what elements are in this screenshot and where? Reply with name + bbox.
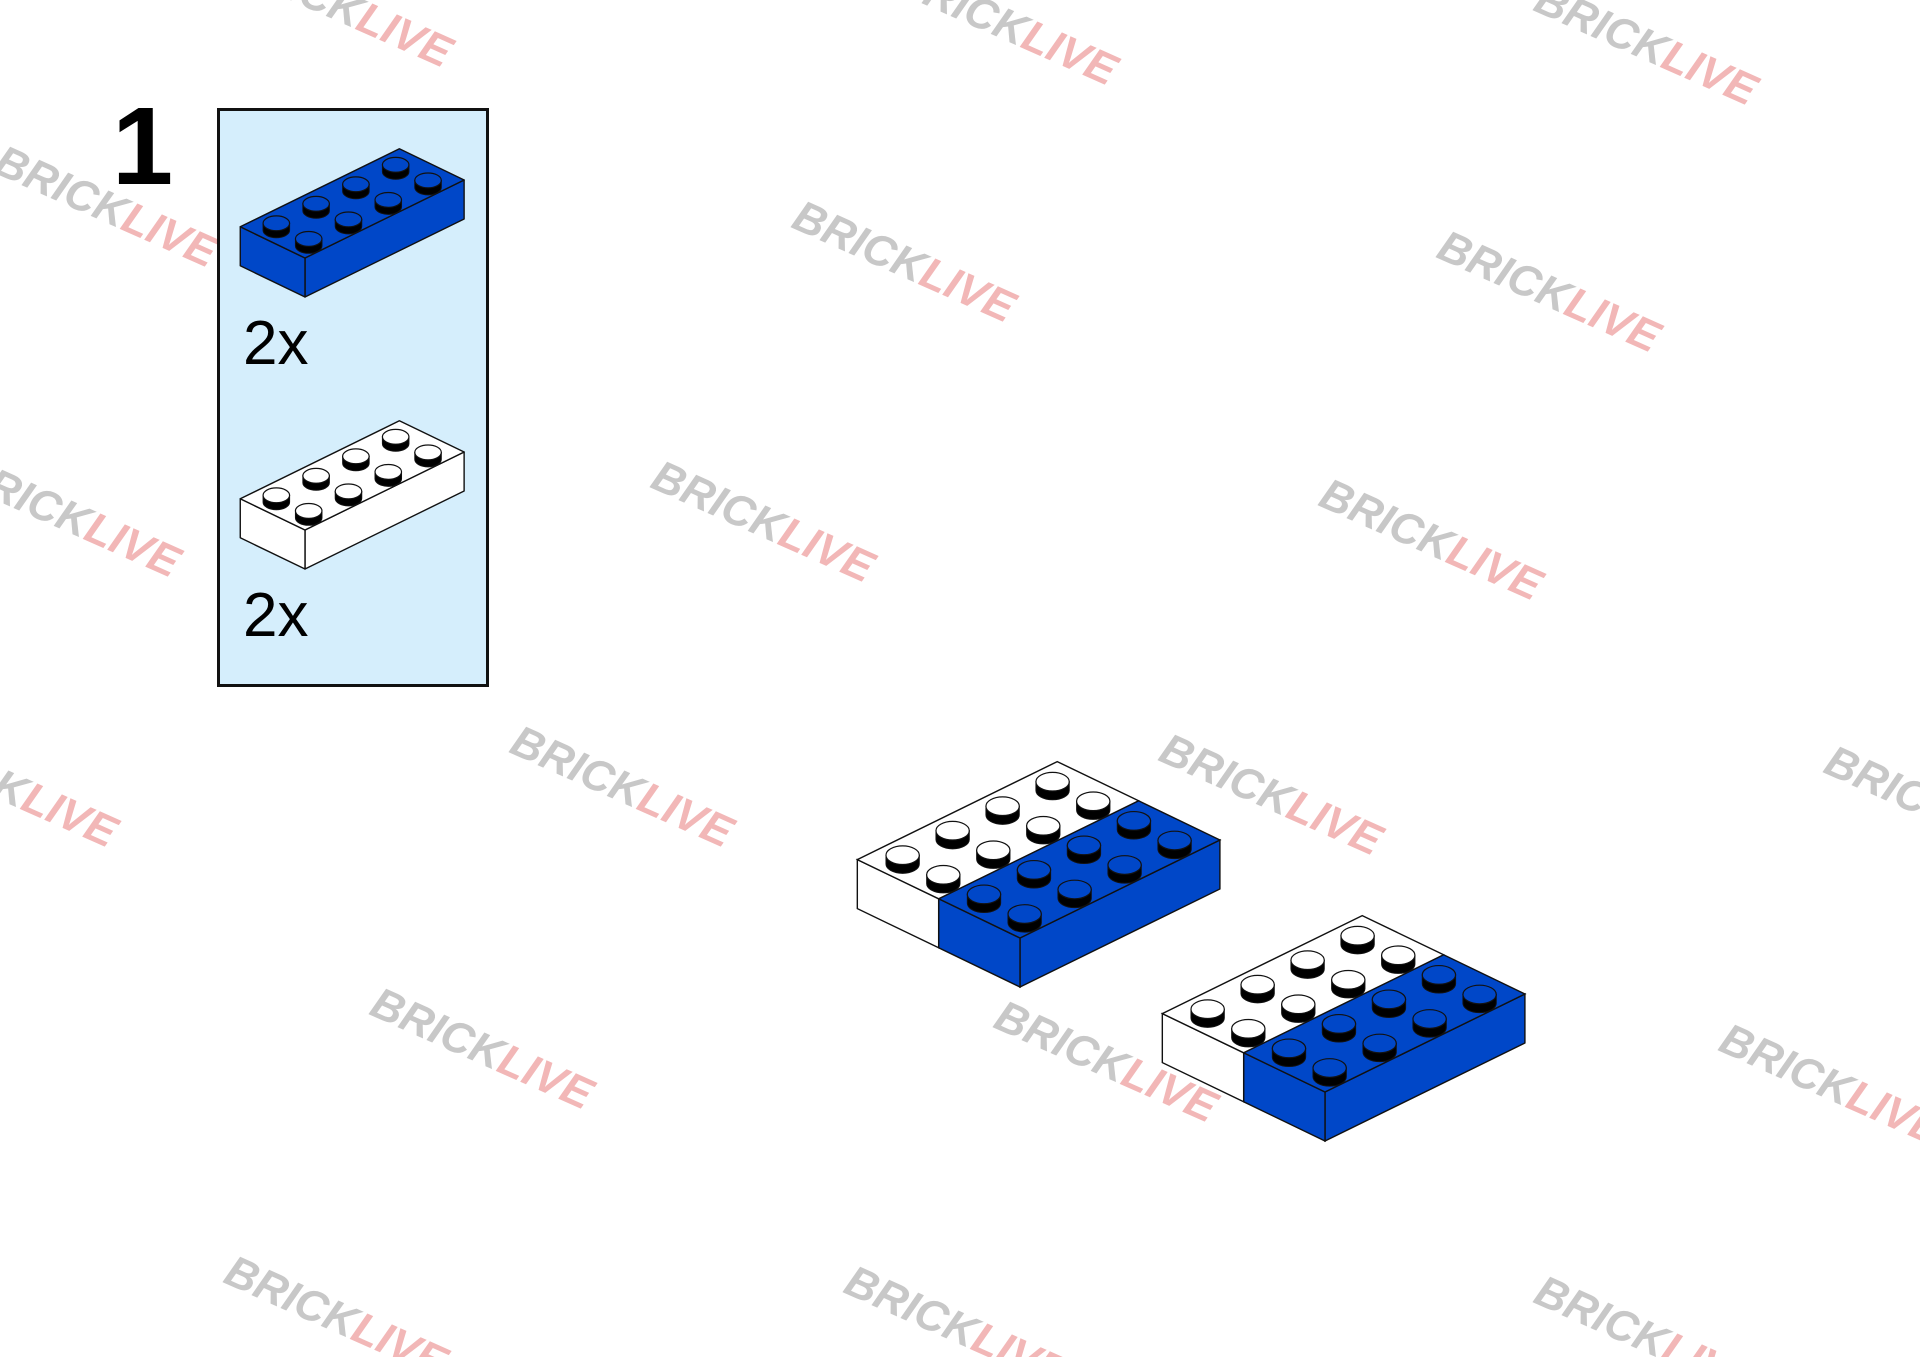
stud	[1271, 1038, 1307, 1068]
stud	[1016, 859, 1052, 889]
stud	[885, 845, 920, 874]
stud	[414, 444, 442, 468]
stud	[294, 502, 323, 526]
stud	[1026, 815, 1061, 845]
stud	[1035, 771, 1070, 801]
stud	[1157, 830, 1192, 860]
stud	[1107, 855, 1142, 884]
stud	[1321, 1013, 1357, 1043]
stud	[1231, 1018, 1266, 1048]
part-quantity-blue: 2x	[243, 309, 309, 378]
stud	[966, 884, 1002, 914]
stud	[302, 195, 330, 219]
stud	[1007, 904, 1042, 933]
stud	[935, 820, 970, 850]
stud	[374, 463, 403, 487]
stud	[334, 211, 363, 235]
stud	[976, 840, 1011, 869]
step-number: 1	[112, 85, 174, 208]
stud	[342, 176, 370, 200]
stud	[414, 172, 442, 196]
assembled-brick-pair-1	[855, 760, 1222, 989]
stud	[1075, 791, 1111, 820]
blue-2x4-brick-part	[239, 148, 465, 298]
stud	[1290, 950, 1325, 979]
stud	[1116, 810, 1152, 840]
stud	[1066, 835, 1102, 864]
stud	[262, 487, 291, 511]
stud	[1412, 1009, 1447, 1038]
stud	[334, 483, 363, 507]
stud	[1312, 1058, 1347, 1087]
stud	[1190, 999, 1225, 1028]
stud	[1281, 994, 1316, 1023]
stud	[1380, 945, 1416, 974]
stud	[381, 428, 410, 452]
stud	[1421, 964, 1457, 994]
part-quantity-white: 2x	[243, 581, 309, 650]
stud	[294, 230, 323, 254]
stud	[374, 191, 403, 215]
stud	[302, 467, 330, 491]
stud	[1362, 1033, 1397, 1063]
stud	[985, 796, 1020, 825]
assembled-brick-pair-2	[1160, 914, 1527, 1143]
stud	[926, 864, 961, 894]
stud	[1340, 925, 1375, 955]
stud	[1331, 969, 1366, 999]
stud	[1371, 989, 1407, 1018]
stud	[1240, 974, 1275, 1004]
stud	[342, 448, 370, 472]
stud	[262, 215, 291, 239]
stud	[1057, 879, 1092, 909]
white-2x4-brick-part	[239, 420, 465, 570]
stud	[1462, 984, 1497, 1014]
stud	[381, 156, 410, 180]
